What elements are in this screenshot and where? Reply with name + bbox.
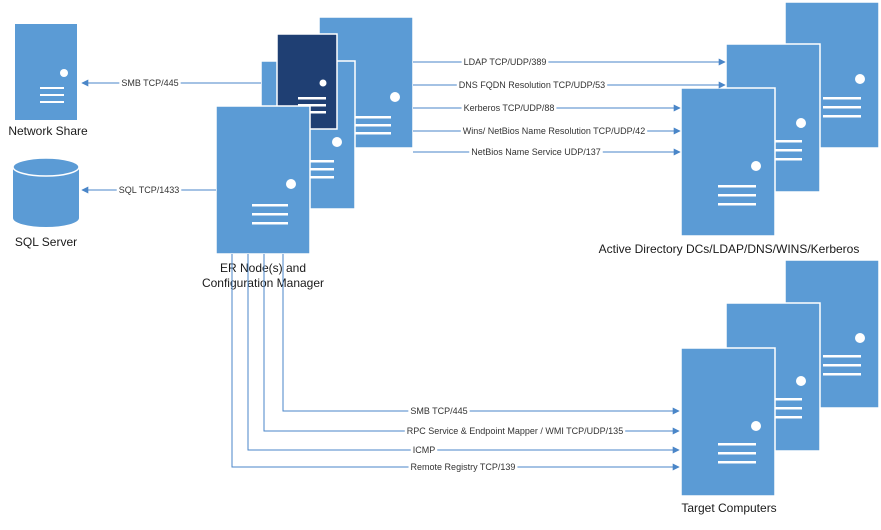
connector-label-background (116, 185, 182, 195)
rpc-label: RPC Service & Endpoint Mapper / WMI TCP/… (407, 426, 623, 436)
connector-label-background (461, 57, 549, 67)
target-computers-cluster[interactable]: Target Computers (680, 259, 880, 515)
connector-label-background (404, 426, 626, 436)
connector-label-background (408, 406, 470, 416)
sql-server-label: SQL Server (15, 235, 77, 249)
sql-label: SQL TCP/1433 (119, 185, 180, 195)
rpc-connector (263, 254, 680, 435)
smb-share-label: SMB TCP/445 (121, 78, 178, 88)
network-share-node[interactable]: Network Share (8, 24, 88, 138)
ldap-label: LDAP TCP/UDP/389 (464, 57, 547, 67)
netbios-label: NetBios Name Service UDP/137 (471, 147, 601, 157)
smb-target-connector (282, 254, 680, 415)
connector-label-background (456, 80, 608, 90)
remote-registry-label: Remote Registry TCP/139 (411, 462, 516, 472)
connector-label-background (469, 147, 603, 157)
sql-server-node[interactable]: SQL Server (12, 157, 80, 249)
server-stack-icon (680, 259, 880, 497)
connector-labels: SMB TCP/445 SQL TCP/1433 LDAP TCP/UDP/38… (116, 57, 648, 472)
er-nodes-label-line2: Configuration Manager (202, 276, 324, 290)
connector-label-background (119, 78, 181, 88)
dns-label: DNS FQDN Resolution TCP/UDP/53 (459, 80, 605, 90)
icmp-label: ICMP (413, 445, 436, 455)
database-icon (12, 157, 80, 227)
active-directory-cluster[interactable]: Active Directory DCs/LDAP/DNS/WINS/Kerbe… (599, 1, 880, 256)
smb-target-label: SMB TCP/445 (410, 406, 467, 416)
kerberos-label: Kerberos TCP/UDP/88 (464, 103, 555, 113)
connector-label-background (410, 445, 438, 455)
server-icon (15, 24, 77, 120)
network-share-label: Network Share (8, 124, 88, 138)
connector-label-background (461, 103, 557, 113)
er-nodes-cluster[interactable]: ER Node(s) and Configuration Manager (202, 16, 414, 290)
wins-label: Wins/ NetBios Name Resolution TCP/UDP/42 (463, 126, 645, 136)
remote-registry-connector (231, 254, 680, 471)
server-stack-icon (215, 16, 414, 255)
active-directory-label: Active Directory DCs/LDAP/DNS/WINS/Kerbe… (599, 242, 860, 256)
connector-label-background (408, 462, 518, 472)
er-nodes-label-line1: ER Node(s) and (220, 261, 306, 275)
target-computers-label: Target Computers (681, 501, 776, 515)
connector-label-background (460, 126, 648, 136)
server-stack-icon (680, 1, 880, 237)
icmp-connector (247, 254, 680, 454)
